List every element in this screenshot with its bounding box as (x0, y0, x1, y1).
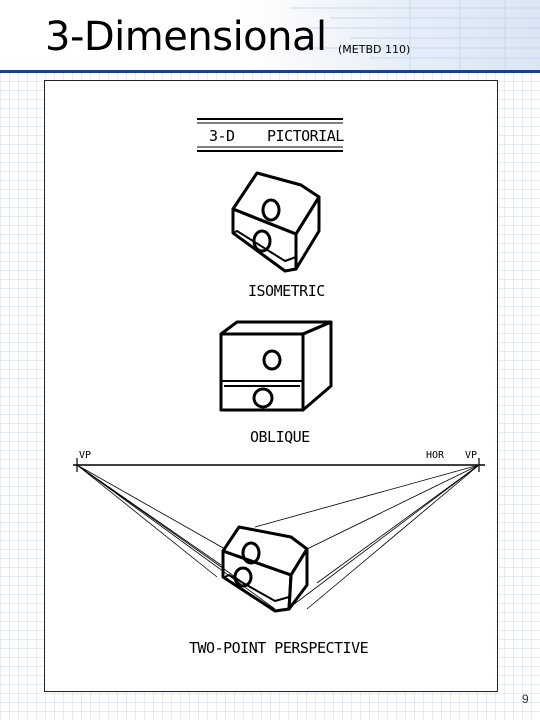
slide-subtitle: (METBD 110) (338, 43, 411, 56)
header-stripe-pattern (290, 0, 540, 70)
heading-pictorial-label: PICTORIAL (267, 127, 344, 145)
horizon-label: HOR (426, 450, 445, 461)
vp-right-label: VP (465, 450, 477, 461)
page-number: 9 (522, 692, 529, 706)
header-divider (0, 70, 540, 73)
slide-title: 3-Dimensional (45, 14, 327, 60)
oblique-block (219, 320, 333, 412)
isometric-label: ISOMETRIC (248, 282, 325, 300)
drawing-canvas: 3-D PICTORIAL ISOMETRIC OBLIQUE (73, 118, 485, 657)
oblique-label: OBLIQUE (250, 428, 310, 446)
perspective-label: TWO-POINT PERSPECTIVE (189, 639, 369, 657)
perspective-block (221, 525, 309, 613)
header-band (0, 0, 540, 72)
heading-3d-label: 3-D (209, 127, 235, 145)
pictorial-drawing-figure: 3-D PICTORIAL ISOMETRIC OBLIQUE (44, 80, 498, 692)
isometric-block (231, 171, 321, 273)
figure-heading: 3-D PICTORIAL (197, 118, 345, 152)
vp-left-label: VP (79, 450, 91, 461)
